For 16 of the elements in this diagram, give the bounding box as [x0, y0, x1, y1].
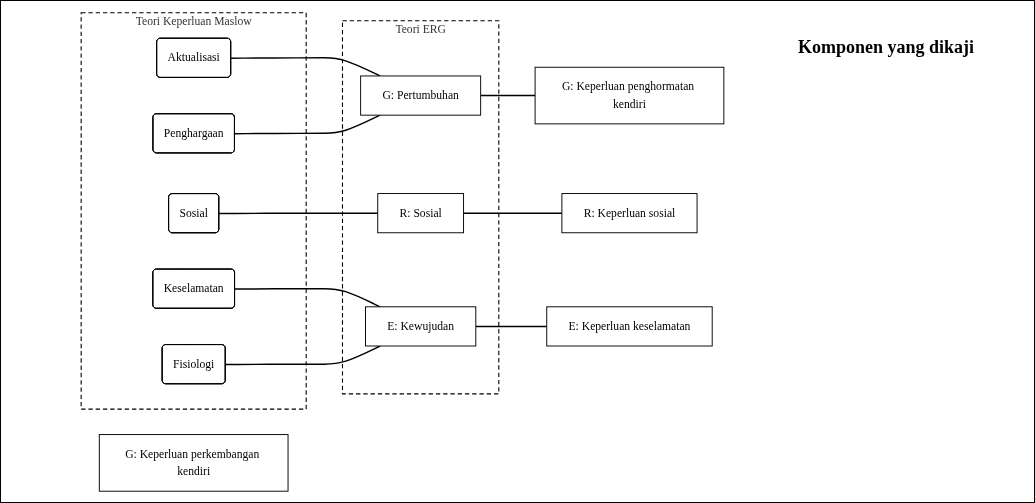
node-box: G: Pertumbuhan: [360, 75, 482, 116]
column-heading: Komponen yang dikaji: [798, 37, 976, 58]
node-box: R: Keperluan sosial: [561, 193, 698, 234]
connector: [479, 94, 536, 97]
node-box: R: Sosial: [377, 193, 465, 234]
node-box: E: Keperluan keselamatan: [546, 306, 713, 347]
connector: [475, 325, 548, 328]
connector: [218, 212, 379, 215]
connector: [234, 114, 381, 135]
connector: [462, 212, 563, 214]
connector: [224, 345, 381, 366]
node-box: G: Keperluan penghormatan kendiri: [534, 66, 725, 125]
node-box: E: Kewujudan: [365, 306, 477, 347]
connector: [230, 57, 381, 77]
connector: [234, 287, 381, 308]
node-box: G: Keperluan perkembangan kendiri: [98, 434, 289, 492]
